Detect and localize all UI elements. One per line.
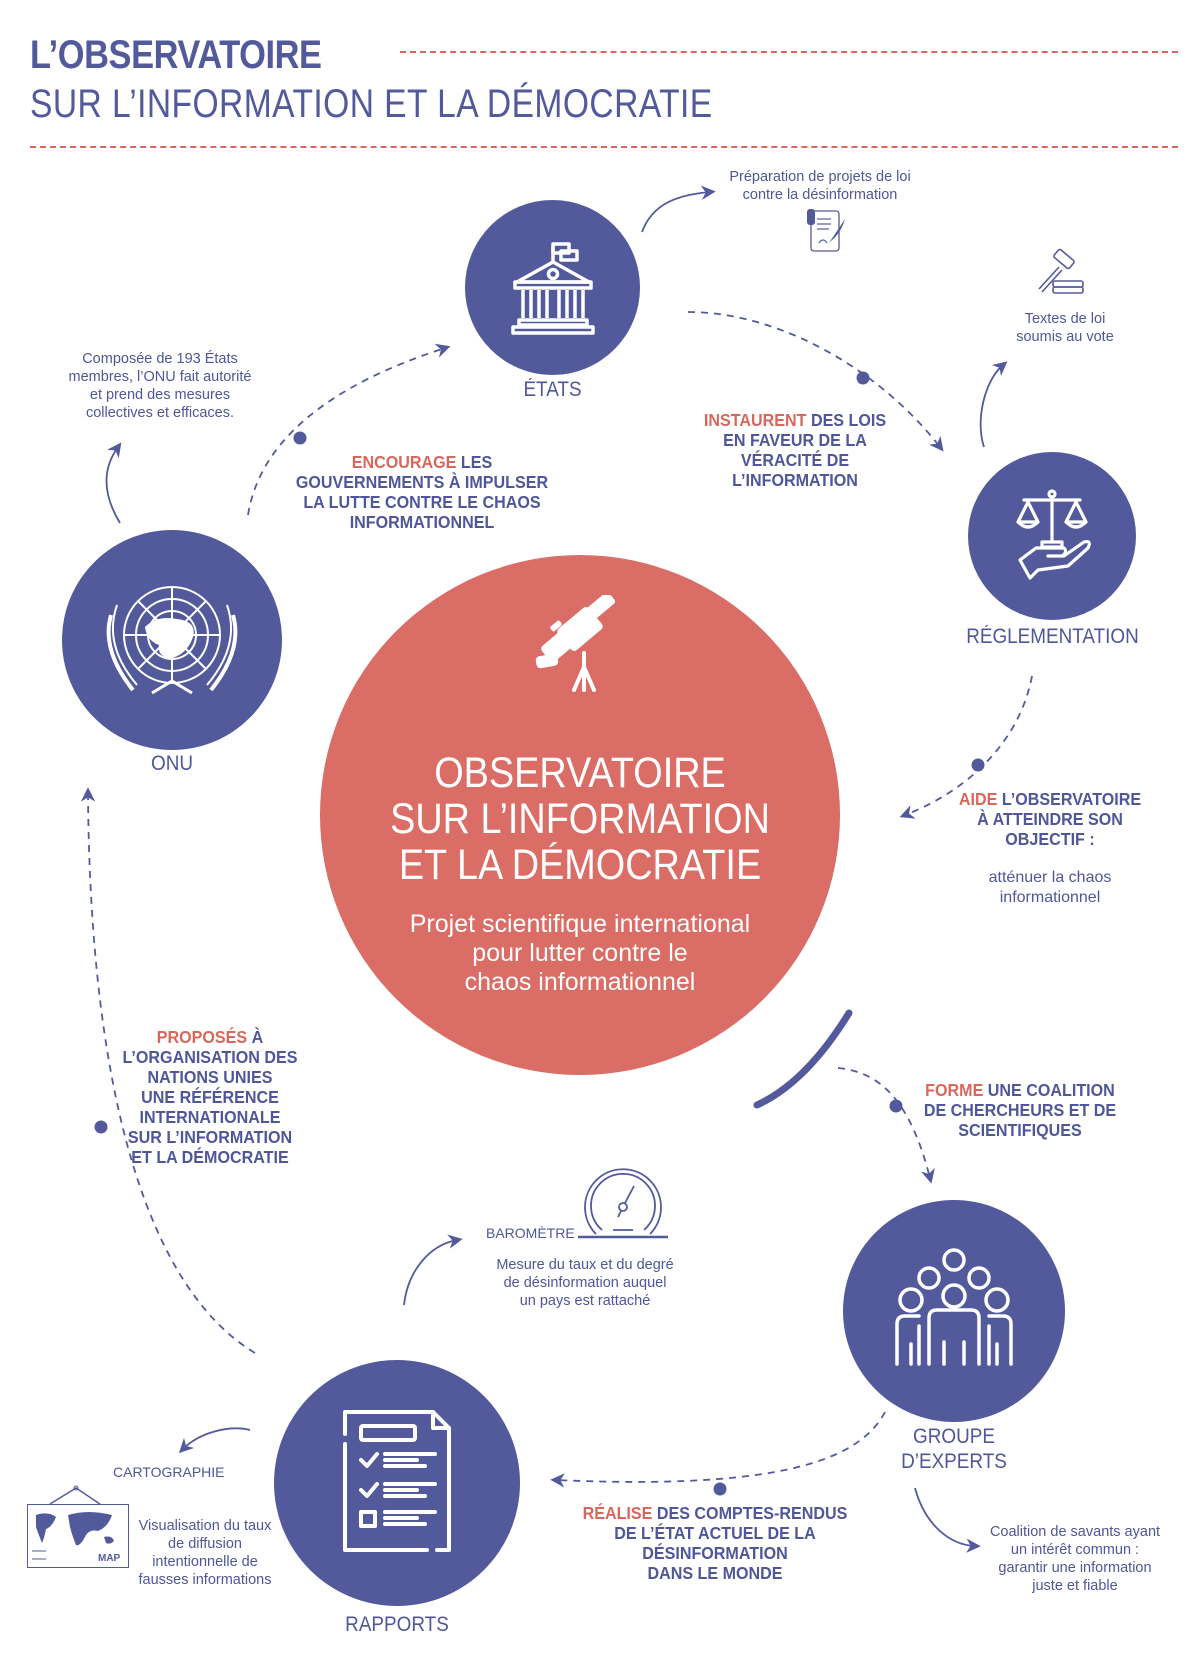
node-label-onu: ONU: [150, 752, 193, 775]
caption-realise: RÉALISE DES COMPTES-RENDUS DE L’ÉTAT ACT…: [582, 1503, 848, 1583]
document-quill-icon: [807, 209, 845, 252]
note-barometre-title: BAROMÈTRE: [486, 1225, 575, 1241]
scales-in-hand-icon: [1016, 489, 1091, 580]
node-groupe-experts: [843, 1200, 1065, 1422]
node-label-groupe-experts: GROUPE D’EXPERTS: [901, 1425, 1007, 1473]
un-emblem-icon: [106, 586, 238, 695]
note-barometre: Mesure du taux et du degré de désinforma…: [496, 1257, 674, 1309]
header-title: L’OBSERVATOIRE: [30, 33, 322, 77]
node-label-reglementation: RÉGLEMENTATION: [966, 625, 1139, 648]
gauge-icon: [578, 1168, 668, 1239]
node-label-rapports: RAPPORTS: [345, 1613, 449, 1636]
svg-text:MAP: MAP: [98, 1553, 121, 1564]
header-divider-top: [400, 51, 1178, 53]
node-rapports: [274, 1360, 520, 1606]
telescope-icon: [535, 595, 616, 692]
node-onu: [62, 530, 282, 750]
node-label-etats: ÉTATS: [523, 378, 582, 401]
checklist-report-icon: [343, 1410, 451, 1552]
caption-forme: FORME UNE COALITION DE CHERCHEURS ET DE …: [923, 1080, 1117, 1140]
caption-proposes: PROPOSÉS À L’ORGANISATION DES NATIONS UN…: [122, 1027, 298, 1167]
caption-encourage: ENCOURAGE LES GOUVERNEMENTS À IMPULSER L…: [295, 452, 549, 532]
center-subtitle: Projet scientifique international pour l…: [409, 910, 751, 996]
header-subtitle: SUR L’INFORMATION ET LA DÉMOCRATIE: [30, 82, 713, 126]
caption-aide-sub: atténuer la chaos informationnel: [988, 869, 1112, 906]
note-cartographie: Visualisation du taux de diffusion inten…: [138, 1518, 272, 1588]
gavel-books-icon: [1038, 248, 1084, 294]
map-hanger-icon: [49, 1485, 101, 1505]
note-textes-loi: Textes de loi soumis au vote: [1016, 311, 1114, 345]
node-etats: [465, 200, 640, 375]
government-building-icon: [510, 241, 595, 335]
center-title: OBSERVATOIRE SUR L’INFORMATION ET LA DÉM…: [390, 749, 770, 889]
world-map-icon: MAP: [27, 1504, 129, 1568]
note-onu: Composée de 193 États membres, l’ONU fai…: [68, 351, 252, 421]
node-reglementation: [968, 452, 1136, 620]
note-coalition: Coalition de savants ayant un intérêt co…: [989, 1524, 1161, 1594]
caption-instaurent: INSTAURENT DES LOIS EN FAVEUR DE LA VÉRA…: [703, 410, 887, 490]
caption-aide: AIDE L’OBSERVATOIRE À ATTEINDRE SON OBJE…: [958, 789, 1142, 849]
group-people-icon: [895, 1248, 1013, 1366]
header-divider-bottom: [30, 146, 1178, 148]
observatoire-center-circle: OBSERVATOIRE SUR L’INFORMATION ET LA DÉM…: [320, 555, 840, 1075]
note-projets-loi: Préparation de projets de loi contre la …: [729, 169, 911, 203]
note-cartographie-title: CARTOGRAPHIE: [113, 1464, 225, 1480]
